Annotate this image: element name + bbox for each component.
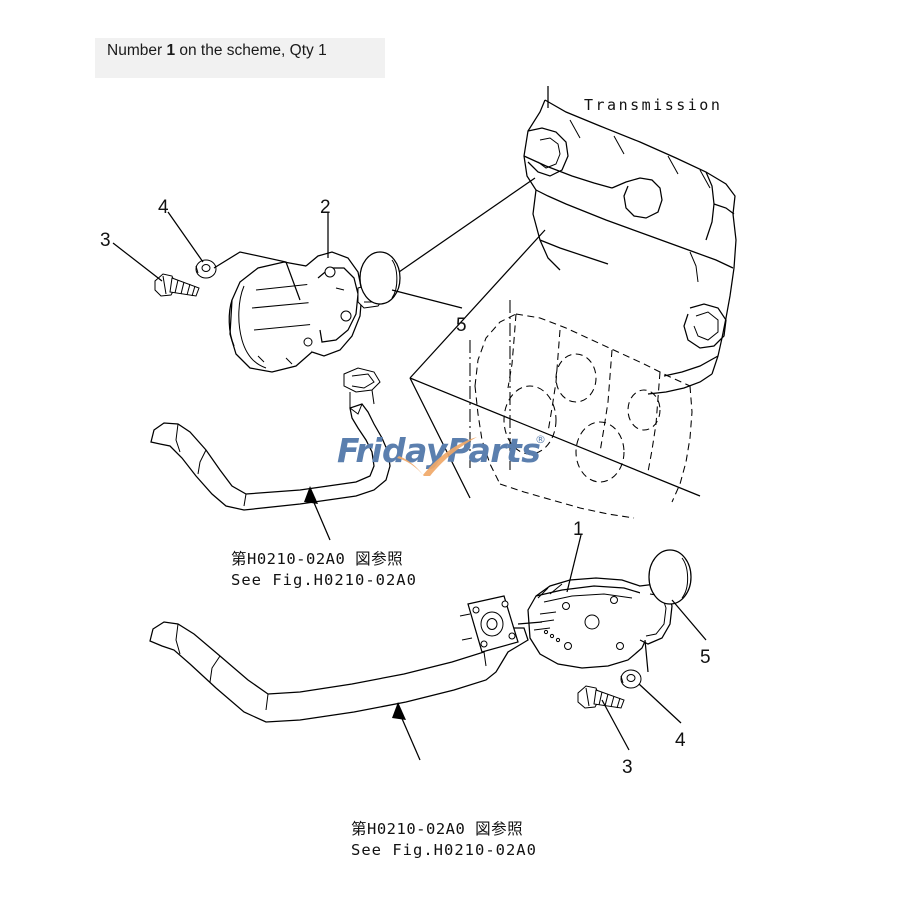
bolt-lower [577,685,625,709]
bracket-upper [213,251,301,301]
leader-callout-1-lower [566,534,582,593]
bolt-upper [154,273,200,297]
figure-reference-upper-en: See Fig.H0210-02A0 [231,571,417,589]
callout-2-upper: 2 [320,197,331,218]
transmission-housing [409,99,737,519]
figure-reference-lower: 第H0210-02A0 図参照 See Fig.H0210-02A0 [351,819,537,861]
leader-callout-3-upper [112,242,163,282]
caption-suffix: on the scheme, Qty 1 [175,42,327,59]
arrow-upper-tube [304,486,331,541]
arrow-lower-tube [392,702,421,761]
bracket-lower [644,639,649,673]
figure-reference-upper-jp: 第H0210-02A0 図参照 [231,550,404,568]
washer-upper [195,259,217,279]
caption-prefix: Number [107,42,167,59]
callout-5-lower: 5 [700,647,711,668]
oring-lower [648,549,692,605]
figure-reference-lower-jp: 第H0210-02A0 図参照 [351,820,524,838]
washer-lower [620,669,642,689]
leader-callout-5-lower [671,599,707,641]
pump-assembly-lower [527,577,673,669]
tube-lower [149,595,543,723]
leader-callout-5-upper [391,289,463,309]
callout-3-upper: 3 [100,230,111,251]
oring-upper [359,251,401,305]
leader-callout-4-upper [167,211,204,263]
figure-reference-upper: 第H0210-02A0 図参照 See Fig.H0210-02A0 [231,549,417,591]
leader-callout-3-lower [601,699,630,751]
transmission-label: Transmission [584,96,723,114]
callout-4-lower: 4 [675,730,686,751]
callout-4-upper: 4 [158,197,169,218]
leader-callout-4-lower [638,683,682,724]
tube-upper [150,367,391,511]
callout-5-upper: 5 [456,315,467,336]
callout-1-lower: 1 [573,519,584,540]
figure-reference-lower-en: See Fig.H0210-02A0 [351,841,537,859]
scheme-caption-text: Number 1 on the scheme, Qty 1 [107,38,327,62]
caption-number: 1 [166,42,176,59]
leader-transmission-oring [398,177,536,273]
scheme-caption-bar: Number 1 on the scheme, Qty 1 [95,38,385,78]
callout-3-lower: 3 [622,757,633,778]
